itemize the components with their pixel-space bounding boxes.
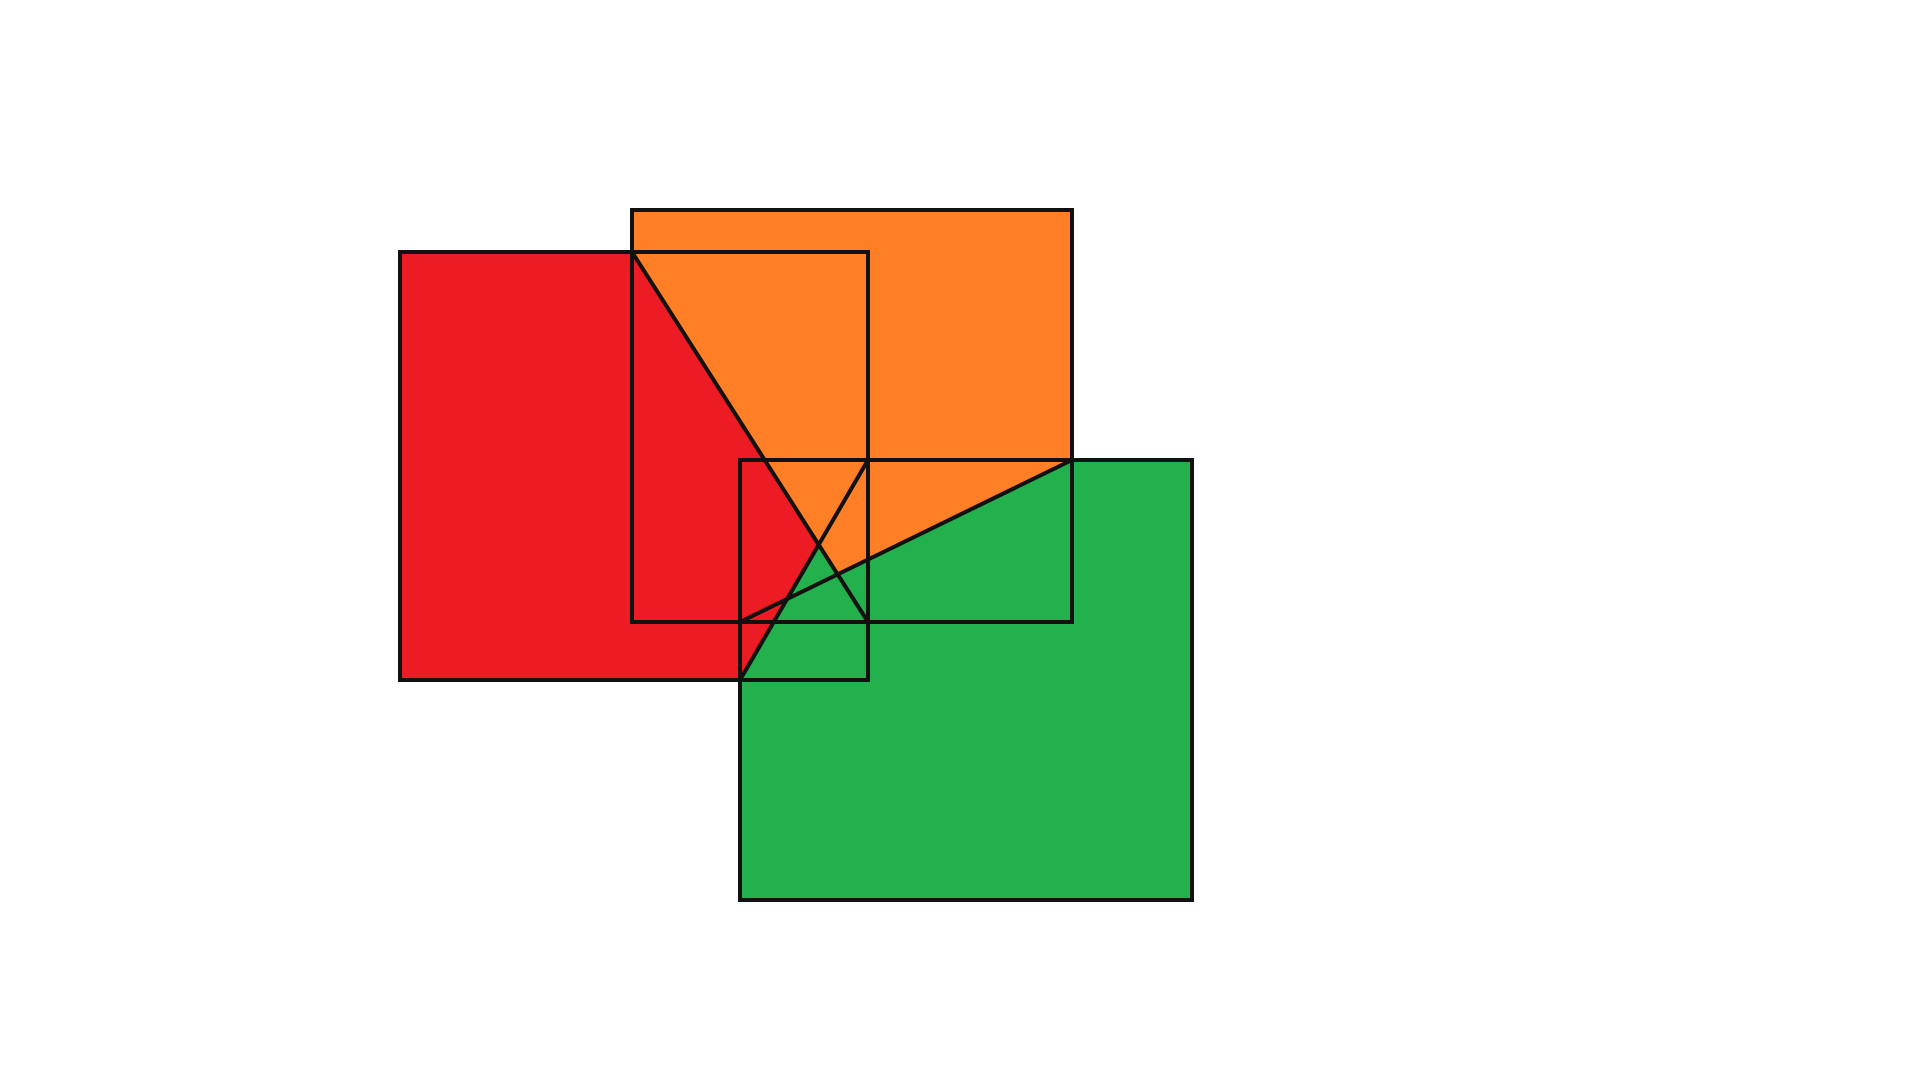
- orange-overlap-wedge: [764, 460, 1072, 583]
- outline-strokes: [398, 208, 1194, 902]
- diagonal-line-3: [739, 458, 1073, 624]
- orange-square-outline: [630, 208, 1074, 624]
- diagonal-line-2: [738, 458, 870, 682]
- diagonal-line-1: [630, 250, 870, 624]
